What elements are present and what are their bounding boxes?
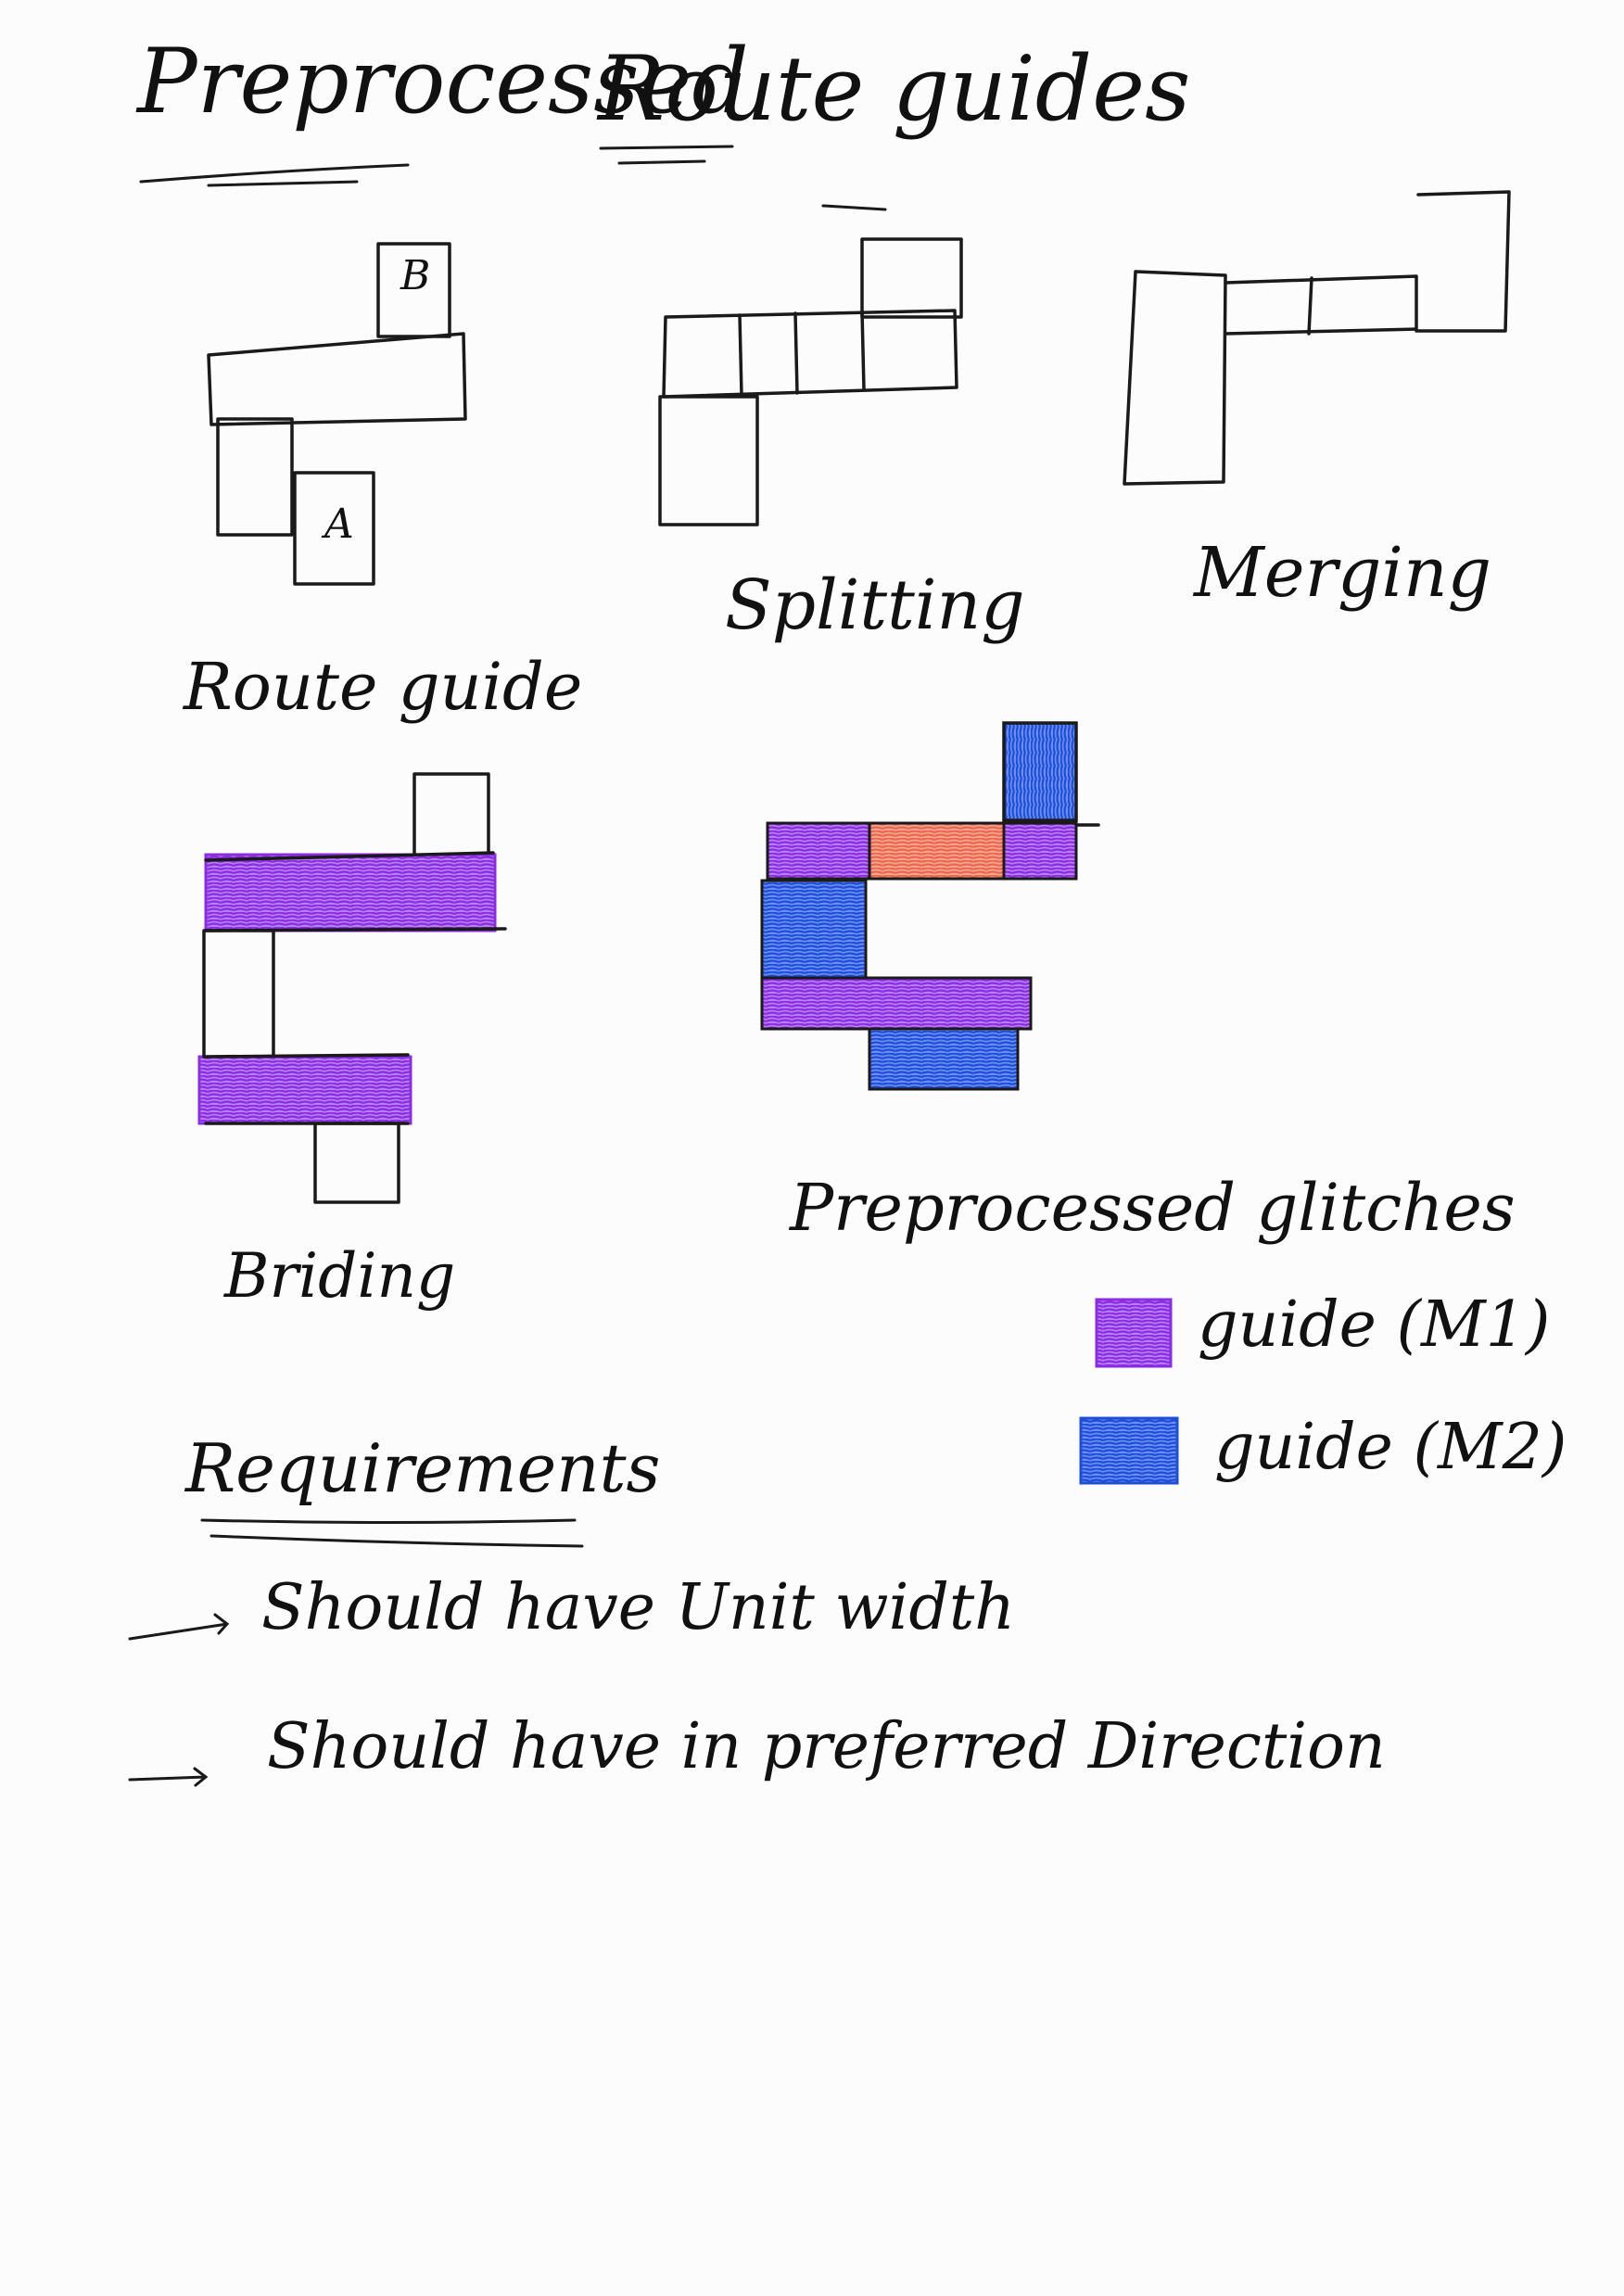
- glitch-top-m2: [1002, 721, 1078, 822]
- legend-label-m1: guide (M1): [1198, 1288, 1551, 1362]
- bridge-m1-upper: [204, 853, 497, 932]
- merging-figure: [1123, 190, 1511, 486]
- title-underlines: [139, 145, 887, 211]
- arrow-icon: [128, 1767, 209, 1787]
- vertical-guide: [216, 417, 294, 537]
- glitch-m1-right: [1002, 821, 1078, 881]
- legend-swatch-m2: [1079, 1416, 1179, 1485]
- merge-divider: [1307, 276, 1313, 336]
- bridging-caption: Briding: [224, 1240, 456, 1312]
- requirement-item: Should have Unit width: [261, 1571, 1016, 1644]
- bridge-middle-box: [202, 929, 275, 1062]
- legend-swatch-m1: [1095, 1298, 1173, 1368]
- splitting-figure: [658, 237, 963, 526]
- requirement-item: Should have in preferred Direction: [267, 1710, 1386, 1783]
- pin-b-label: B: [400, 252, 431, 299]
- requirements-underline: [200, 1518, 577, 1524]
- glitch-m2-bottom: [868, 1027, 1020, 1091]
- split-horizontal-guide: [662, 309, 958, 399]
- route-guide-caption: Route guide: [184, 649, 583, 725]
- page-title-route-guides: Route guides: [598, 37, 1191, 141]
- merge-top-box: [1415, 190, 1511, 333]
- horizontal-guide: [207, 332, 467, 426]
- glitches-caption: Preprocessed glitches: [790, 1170, 1516, 1246]
- page-title-preprocessed: Preprocessed: [137, 30, 749, 133]
- bridging-figure: [197, 772, 507, 1204]
- route-guide-figure: [207, 242, 467, 586]
- merge-left-box: [1123, 270, 1227, 486]
- glitch-m1-left: [766, 821, 871, 881]
- glitch-overlap: [868, 821, 1006, 881]
- bridge-bottom-box: [313, 1122, 400, 1204]
- arrow-icon: [128, 1613, 230, 1641]
- merge-horizontal-guide: [1224, 274, 1418, 336]
- pin-a-box: [293, 471, 375, 586]
- requirements-heading: Requirements: [185, 1429, 661, 1507]
- glitch-m2-left: [760, 879, 868, 980]
- pin-a-label: A: [324, 501, 354, 548]
- bridge-m1-lower: [197, 1055, 412, 1125]
- split-bottom-box: [658, 395, 759, 526]
- splitting-caption: Splitting: [725, 565, 1025, 645]
- glitches-figure: [760, 721, 1100, 1091]
- glitch-m1-middle: [760, 976, 1033, 1031]
- merging-caption: Merging: [1194, 533, 1492, 613]
- split-top-box: [860, 237, 963, 319]
- legend-label-m2: guide (M2): [1214, 1411, 1567, 1484]
- split-dividers: [738, 310, 866, 397]
- requirements-underline-2: [209, 1534, 584, 1548]
